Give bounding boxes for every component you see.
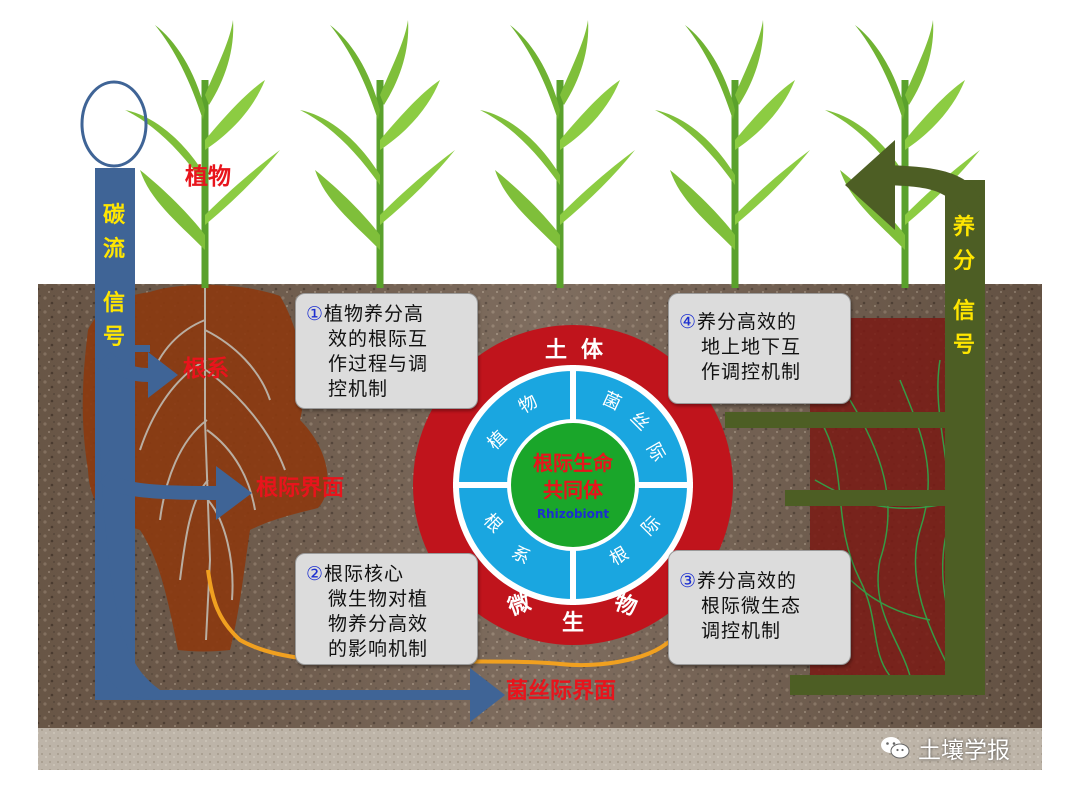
bedrock-layer [38,728,1042,770]
corn-plant-1 [125,20,280,288]
box1-line4: 控机制 [328,378,389,400]
center-title-line1: 根际生命 [533,451,614,475]
box1-line2: 效的根际互 [328,328,429,350]
nutrient-flow-arrows [725,140,985,695]
box2-line3: 物养分高效 [328,613,429,635]
center-core [511,423,635,547]
wechat-icon [881,737,910,759]
box-mechanism-1: ①植物养分高 效的根际互 作过程与调 控机制 [295,293,478,409]
label-signal-left-2: 号 [103,325,125,350]
root-lines [139,288,286,641]
corn-plant-3 [480,20,635,288]
box-mechanism-4: ④养分高效的 地上地下互 作调控机制 [668,293,851,404]
label-root-system: 根系 [183,356,229,382]
outer-top-char-1: 土 [545,338,567,363]
box3-number: ③ [679,570,698,592]
label-hyphae-interface: 菌丝际界面 [506,678,616,704]
box1-line3: 作过程与调 [328,353,429,375]
label-nutrient-1: 养 [952,214,975,240]
box2-line2: 微生物对植 [328,588,429,610]
label-plant: 植物 [185,163,231,190]
box2-line1: ②根际核心 [306,563,405,585]
box2-line4: 的影响机制 [328,638,429,660]
box4-line1: ④养分高效的 [679,311,798,333]
watermark-text: 土壤学报 [918,738,1010,764]
watermark: 土壤学报 [880,728,1010,768]
label-signal-right-2: 号 [953,333,975,358]
box4-number: ④ [679,311,698,333]
box3-line2: 根际微生态 [701,595,802,617]
corn-plants [125,20,980,288]
box3-line1: ③养分高效的 [679,570,798,592]
inner-ring-quadrants [452,364,694,606]
outer-top-char-2: 体 [581,338,604,363]
carbon-loop-circle [80,80,148,168]
label-root-interface: 根际界面 [256,476,344,501]
box-mechanism-3: ③养分高效的 根际微生态 调控机制 [668,550,851,665]
label-signal-left-1: 信 [103,290,125,316]
center-title-line2: 共同体 [543,478,604,502]
box3-line3: 调控机制 [701,620,782,642]
box2-number: ② [306,563,325,585]
box-mechanism-2: ②根际核心 微生物对植 物养分高效 的影响机制 [295,553,478,665]
carbon-flow-arrows [95,168,505,722]
label-signal-right-1: 信 [953,298,975,324]
label-carbon-1: 碳 [103,203,126,228]
box1-line1: ①植物养分高 [306,303,425,325]
corn-plant-4 [655,20,810,288]
corn-plant-2 [300,20,455,288]
box4-line3: 作调控机制 [701,361,802,383]
label-carbon-2: 流 [103,236,125,262]
box1-number: ① [306,303,325,325]
outer-bottom-char-2: 生 [562,611,584,636]
box4-line2: 地上地下互 [701,336,802,358]
center-latin: Rhizobiont [537,507,610,521]
label-nutrient-2: 分 [953,249,975,274]
rhizobiont-circle: 土 体 微 生 物 植 物 菌 丝 际 根 系 根 际 根际生命 共同体 Rhi… [413,325,733,645]
